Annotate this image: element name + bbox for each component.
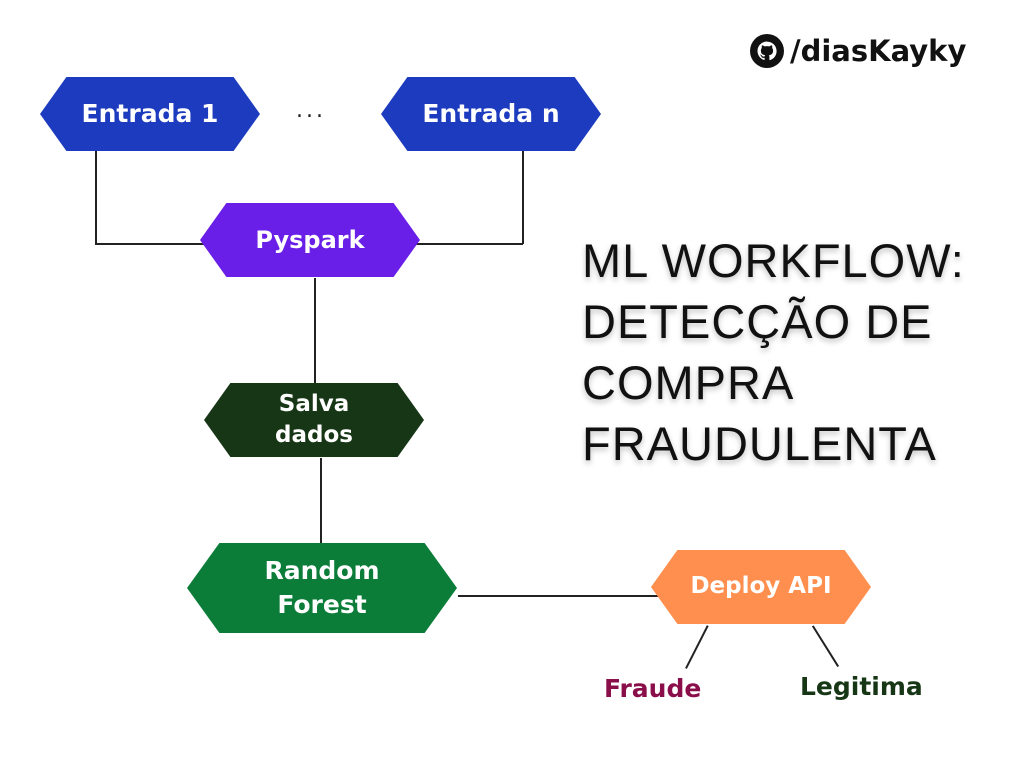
output-legitima: Legitima <box>800 672 923 701</box>
node-entrada-1: Entrada 1 <box>40 77 260 151</box>
connector-salva-to-random <box>320 458 322 544</box>
title-line-1: ML WORKFLOW: <box>582 234 965 287</box>
node-entrada-n: Entrada n <box>381 77 601 151</box>
diagram-title: ML WORKFLOW: DETECÇÃO DE COMPRA FRAUDULE… <box>582 230 1012 474</box>
node-deploy-api: Deploy API <box>651 550 871 624</box>
title-line-3: COMPRA <box>582 356 795 409</box>
connector-random-to-deploy <box>458 595 658 597</box>
node-pyspark: Pyspark <box>200 203 420 277</box>
node-deploy-api-label: Deploy API <box>690 573 832 600</box>
node-random-forest-label-2: Forest <box>277 590 367 619</box>
brand-handle-text: /diasKayky <box>790 34 967 68</box>
node-salva-dados-label-2: dados <box>275 422 353 448</box>
connector-pyspark-to-salva <box>314 278 316 384</box>
connector-deploy-to-fraude <box>685 625 709 669</box>
title-line-2: DETECÇÃO DE <box>582 295 933 348</box>
node-entrada-n-label: Entrada n <box>422 99 560 129</box>
node-random-forest-label-1: Random <box>264 556 380 586</box>
connector-deploy-to-legitima <box>812 625 840 667</box>
node-salva-dados-label-1: Salva <box>278 390 350 417</box>
github-icon <box>750 34 784 68</box>
node-pyspark-label: Pyspark <box>255 225 365 254</box>
connector-entradan-to-pyspark <box>412 243 523 245</box>
output-fraude: Fraude <box>604 674 702 703</box>
node-salva-dados: Salva dados <box>204 383 424 457</box>
connector-entrada1-to-pyspark <box>95 243 207 245</box>
brand-handle: /diasKayky <box>750 34 966 68</box>
connector-entradan-down <box>522 150 524 244</box>
connector-entrada1-down <box>95 150 97 244</box>
node-random-forest: Random Forest <box>187 543 457 633</box>
title-line-4: FRAUDULENTA <box>582 417 937 470</box>
node-entrada-1-label: Entrada 1 <box>81 99 219 129</box>
ellipsis: ... <box>296 98 326 123</box>
